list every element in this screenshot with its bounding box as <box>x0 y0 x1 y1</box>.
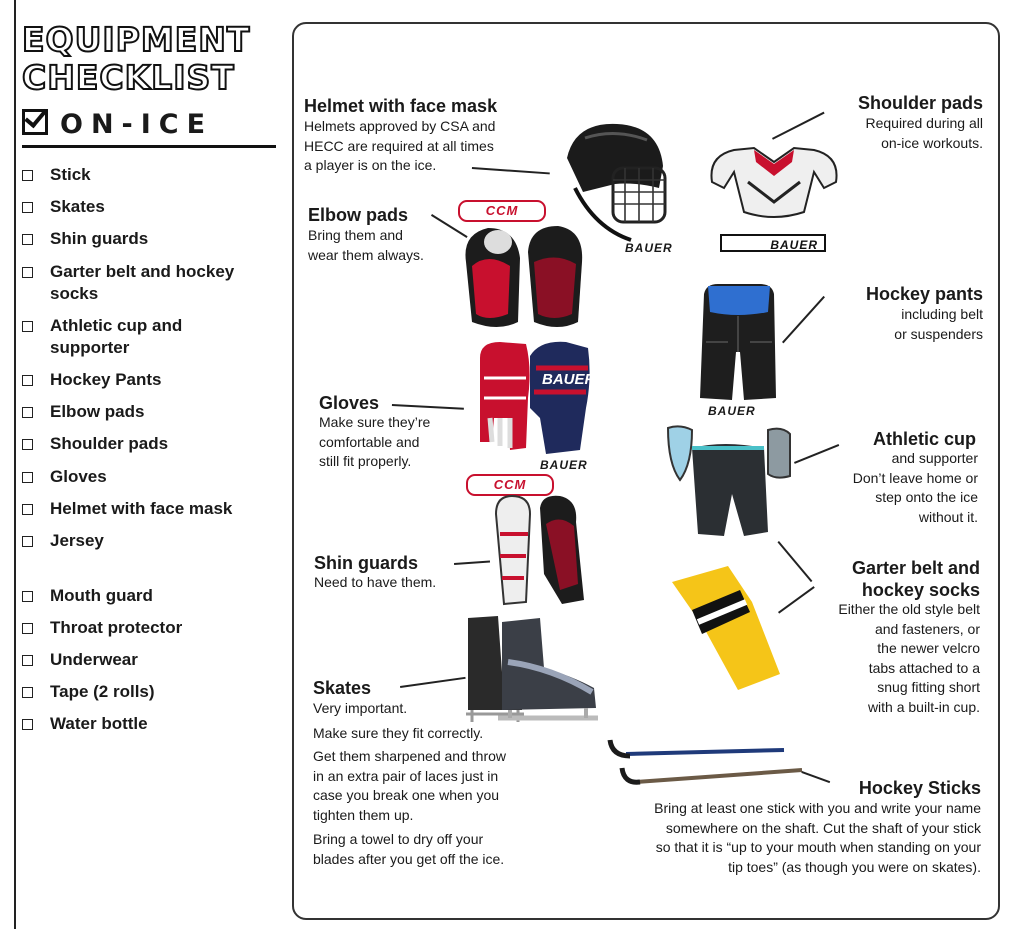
checkbox-icon[interactable] <box>22 202 33 213</box>
sticks-desc: Bring at least one stick with you and wr… <box>654 800 981 875</box>
checkbox-icon[interactable] <box>22 267 33 278</box>
helmet-title: Helmet with face mask <box>304 96 498 116</box>
shoulder-title: Shoulder pads <box>857 93 983 113</box>
bauer-glove-label: BAUER <box>542 371 596 388</box>
hockey-sticks-icon <box>607 739 803 785</box>
checkbox-icon[interactable] <box>22 536 33 547</box>
garter-desc: Either the old style belt and fasteners,… <box>838 601 980 715</box>
cup-desc: and supporter Don’t leave home or step o… <box>852 450 978 525</box>
elbow-pads-icon <box>465 226 583 327</box>
skates-desc-3: Get them sharpened and throw in an extra… <box>313 748 507 823</box>
gloves-icon: BAUER <box>480 341 596 454</box>
skates-icon <box>466 616 598 722</box>
checkbox-icon[interactable] <box>22 687 33 698</box>
skates-desc-1: Very important. <box>313 700 408 716</box>
checkbox-icon[interactable] <box>22 234 33 245</box>
checkbox-icon[interactable] <box>22 591 33 602</box>
checkbox-icon[interactable] <box>22 407 33 418</box>
garter-title-2: hockey socks <box>861 580 980 600</box>
shin-guards-icon <box>494 494 584 606</box>
hockey-pants-icon <box>700 284 776 400</box>
helmet-icon <box>567 123 667 242</box>
skates-desc-2: Make sure they fit correctly. <box>313 725 484 741</box>
sticks-title: Hockey Sticks <box>858 778 981 798</box>
check-icon <box>22 109 48 135</box>
subtitle-text: ON-ICE <box>60 109 214 140</box>
nike-bauer-logo: BAUER <box>720 234 826 252</box>
checkbox-icon[interactable] <box>22 504 33 515</box>
checkbox-icon[interactable] <box>22 719 33 730</box>
header-divider <box>22 145 276 148</box>
title-line-1: EQUIPMENT <box>21 20 251 59</box>
pants-desc: including belt or suspenders <box>894 306 983 342</box>
shoulder-pads-icon <box>710 146 838 218</box>
shin-title: Shin guards <box>314 553 419 573</box>
shoulder-desc: Required during all on-ice workouts. <box>865 115 983 151</box>
shin-desc: Need to have them. <box>314 574 437 590</box>
pants-title: Hockey pants <box>865 284 983 304</box>
ccm-logo: CCM <box>466 474 554 496</box>
checkbox-icon[interactable] <box>22 655 33 666</box>
helmet-desc: Helmets approved by CSA and HECC are req… <box>304 118 496 173</box>
hockey-socks-icon <box>672 566 780 690</box>
checkbox-icon[interactable] <box>22 439 33 450</box>
elbow-title: Elbow pads <box>308 205 409 225</box>
checkbox-icon[interactable] <box>22 623 33 634</box>
section-subtitle: ON-ICE <box>22 108 213 142</box>
gear-panel <box>292 22 1000 920</box>
skates-title: Skates <box>313 678 372 698</box>
bauer-logo: BAUER <box>708 404 756 418</box>
checkbox-icon[interactable] <box>22 321 33 332</box>
checkbox-icon[interactable] <box>22 375 33 386</box>
gloves-desc: Make sure they’re comfortable and still … <box>319 414 431 469</box>
elbow-desc: Bring them and wear them always. <box>308 227 424 263</box>
athletic-cup-icon <box>666 425 791 536</box>
checkbox-icon[interactable] <box>22 170 33 181</box>
ccm-logo: CCM <box>458 200 546 222</box>
bauer-logo: BAUER <box>540 458 588 472</box>
cup-title: Athletic cup <box>872 429 976 449</box>
skates-desc-4: Bring a towel to dry off your blades aft… <box>313 831 505 867</box>
gloves-title: Gloves <box>319 393 380 413</box>
garter-title-1: Garter belt and <box>851 558 980 578</box>
bauer-logo: BAUER <box>625 241 673 255</box>
page-border <box>14 0 16 929</box>
title-line-2: CHECKLIST <box>21 58 235 97</box>
checkbox-icon[interactable] <box>22 472 33 483</box>
